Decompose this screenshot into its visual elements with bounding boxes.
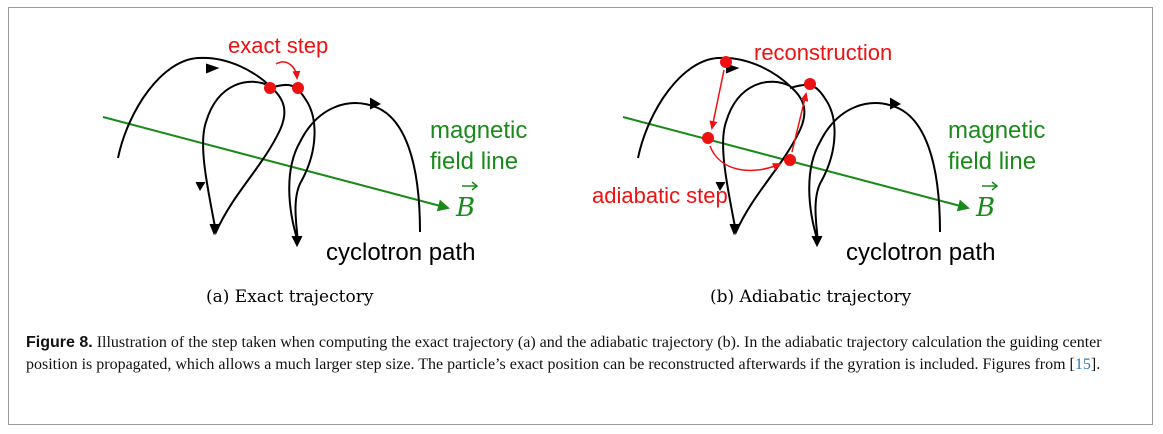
- field-label-b-line2: field line: [948, 148, 1036, 175]
- field-label-a-line1: magnetic: [430, 117, 527, 144]
- guiding-center-end-b: [784, 154, 796, 166]
- reference-link[interactable]: 15: [1074, 356, 1091, 373]
- subcaption-a: (a) Exact trajectory: [206, 287, 374, 307]
- field-label-a-line2: field line: [430, 148, 518, 175]
- figure-illustration: exact step magnetic field line B cyclotr…: [102, 33, 1045, 307]
- particle-start-b: [720, 56, 732, 68]
- helix-arrow-top-a: [205, 63, 220, 74]
- cyclotron-path-label-a: cyclotron path: [326, 239, 475, 266]
- field-line-b: [622, 116, 970, 212]
- cyclotron-path-a: [117, 56, 286, 236]
- adiabatic-step-label: adiabatic step: [592, 183, 728, 208]
- reconstruction-arrow: [791, 92, 809, 153]
- helix-arrow-bottom2-a: [291, 235, 303, 248]
- step-point-start-a: [264, 82, 276, 94]
- helix-arrow-mid-b: [889, 97, 902, 110]
- helix-arrow-left-a: [195, 181, 206, 192]
- exact-step-label: exact step: [228, 33, 328, 58]
- caption-text: Illustration of the step taken when comp…: [26, 334, 1102, 373]
- figure-caption: Figure 8. Illustration of the step taken…: [26, 332, 1136, 376]
- cyclotron-path-b: [637, 56, 806, 236]
- figure-frame: [8, 7, 1153, 425]
- helix-arrow-left-b: [715, 181, 726, 192]
- b-vector-symbol-a: B: [455, 181, 479, 223]
- particle-end-b: [804, 78, 816, 90]
- field-label-b-line1: magnetic: [948, 117, 1045, 144]
- subcaption-b: (b) Adiabatic trajectory: [710, 287, 912, 307]
- caption-text-end: ].: [1090, 356, 1101, 373]
- svg-text:B: B: [975, 193, 995, 223]
- helix-arrow-mid-a: [369, 97, 382, 110]
- exact-step-arrow: [275, 61, 301, 80]
- panel-a-diagram: exact step magnetic field line B cyclotr…: [102, 33, 527, 307]
- svg-text:B: B: [455, 193, 475, 223]
- reconstruction-label: reconstruction: [754, 40, 892, 65]
- panel-b-diagram: reconstruction adiabatic step magnetic f…: [592, 40, 1045, 307]
- step-point-end-a: [292, 82, 304, 94]
- projection-arrow-b: [709, 69, 725, 130]
- guiding-center-start-b: [702, 132, 714, 144]
- field-line-a: [102, 116, 450, 212]
- helix-arrow-bottom2-b: [811, 235, 823, 248]
- cyclotron-path-label-b: cyclotron path: [846, 239, 995, 266]
- helix-arrow-bottom1-b: [729, 223, 740, 236]
- b-vector-symbol-b: B: [975, 181, 999, 223]
- adiabatic-step-arrow: [709, 145, 782, 172]
- figure-label: Figure 8.: [26, 334, 93, 351]
- helix-arrow-bottom1-a: [209, 223, 220, 236]
